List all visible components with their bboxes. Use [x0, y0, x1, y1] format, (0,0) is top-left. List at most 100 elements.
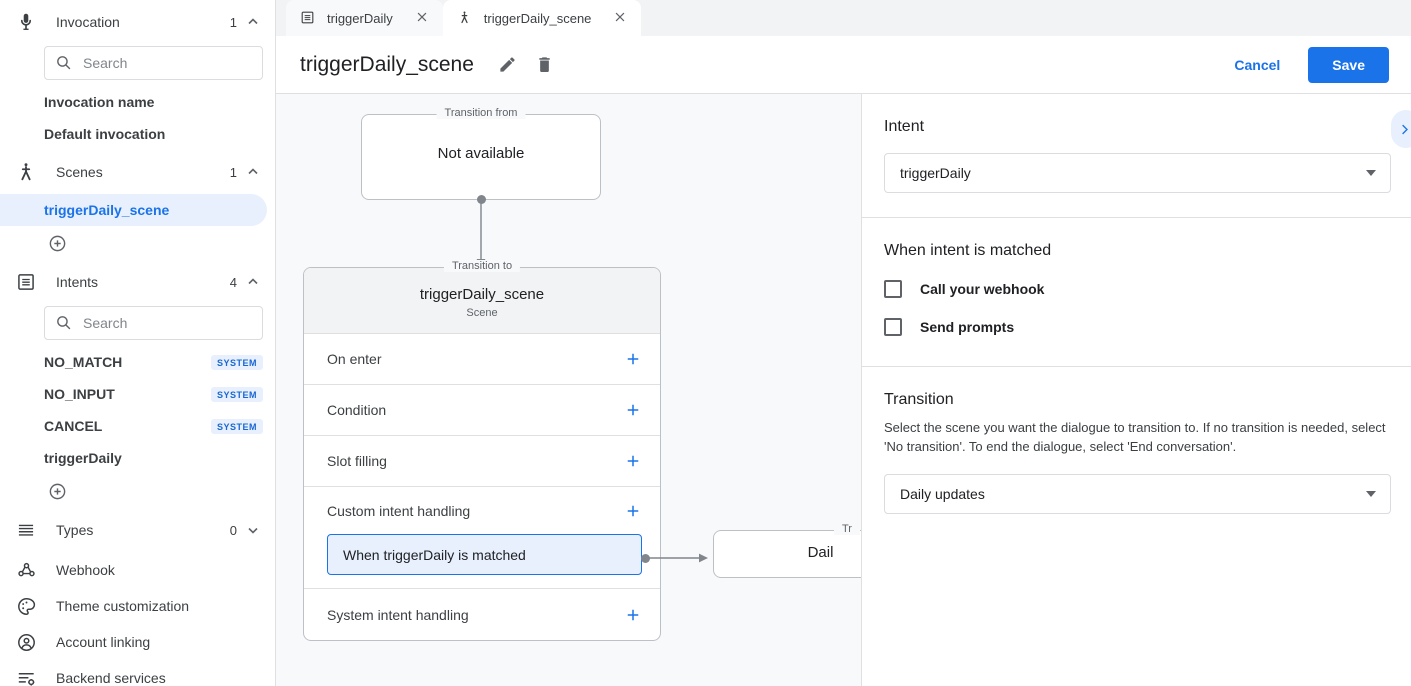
sidebar-section-scenes[interactable]: Scenes 1 — [0, 150, 275, 194]
transition-from-node[interactable]: Transition from Not available — [361, 107, 601, 200]
chevron-up-icon[interactable] — [247, 276, 259, 288]
transition-description: Select the scene you want the dialogue t… — [884, 420, 1386, 454]
chevron-right-icon[interactable] — [1391, 110, 1411, 148]
checkbox-label: Send prompts — [920, 319, 1015, 335]
plus-icon[interactable] — [624, 606, 642, 624]
intent-icon — [14, 270, 38, 294]
add-scene-button[interactable] — [0, 226, 275, 260]
transition-to-legend: Transition to — [443, 260, 521, 272]
search-icon — [55, 314, 73, 332]
transition-heading: Transition — [884, 391, 954, 408]
chevron-down-icon — [1366, 170, 1376, 176]
checkbox-box[interactable] — [884, 280, 902, 298]
intents-search-placeholder: Search — [83, 315, 128, 331]
chevron-up-icon[interactable] — [247, 16, 259, 28]
scene-row-on-enter[interactable]: On enter — [304, 334, 660, 385]
page-header: triggerDaily_scene Cancel Save — [276, 36, 1411, 94]
sidebar-section-types[interactable]: Types 0 — [0, 508, 275, 552]
intent-select[interactable]: triggerDaily — [884, 153, 1391, 193]
intent-select-value: triggerDaily — [900, 165, 971, 181]
transition-select-value: Daily updates — [900, 485, 985, 502]
tab-label: triggerDaily_scene — [483, 10, 592, 26]
account-icon — [14, 630, 38, 654]
scene-node[interactable]: Transition to triggerDaily_scene Scene O… — [303, 260, 661, 641]
intent-handler-chip[interactable]: When triggerDaily is matched — [327, 534, 642, 575]
invocation-search-input[interactable]: Search — [44, 46, 263, 80]
add-intent-button[interactable] — [0, 474, 275, 508]
palette-icon — [14, 594, 38, 618]
intent-heading: Intent — [884, 118, 925, 135]
pencil-icon[interactable] — [498, 55, 518, 75]
plus-icon[interactable] — [624, 452, 642, 470]
sidebar-item-webhook[interactable]: Webhook — [0, 552, 275, 588]
checkbox-box[interactable] — [884, 318, 902, 336]
scene-row-custom-intent-handling[interactable]: Custom intent handling — [304, 487, 660, 534]
search-icon — [55, 54, 73, 72]
scene-row-label: Slot filling — [327, 453, 387, 469]
plus-icon[interactable] — [624, 401, 642, 419]
backend-icon — [14, 666, 38, 686]
properties-panel: Intent triggerDaily When intent is match… — [862, 94, 1411, 686]
close-icon[interactable] — [613, 10, 629, 26]
tab-triggerdaily-scene[interactable]: triggerDaily_scene — [442, 0, 642, 36]
transition-target-legend: Tr — [834, 523, 860, 535]
intent-icon — [300, 10, 316, 26]
scene-row-slot-filling[interactable]: Slot filling — [304, 436, 660, 487]
scene-canvas[interactable]: Transition from Not available Transition… — [276, 94, 862, 686]
checkbox-call-your-webhook[interactable]: Call your webhook — [884, 280, 1391, 298]
save-button[interactable]: Save — [1308, 46, 1389, 83]
status-badge: SYSTEM — [210, 354, 263, 370]
scene-icon — [14, 160, 38, 184]
trash-icon[interactable] — [535, 55, 555, 75]
sidebar-item-label: Default invocation — [44, 126, 166, 142]
sidebar-item-no-input[interactable]: NO_INPUT SYSTEM — [0, 378, 275, 410]
status-badge: SYSTEM — [210, 418, 263, 434]
sidebar-item-no-match[interactable]: NO_MATCH SYSTEM — [0, 346, 275, 378]
sidebar-section-label: Scenes — [56, 164, 103, 180]
sidebar-item-invocation-name[interactable]: Invocation name — [0, 86, 275, 118]
scene-row-condition[interactable]: Condition — [304, 385, 660, 436]
sidebar-item-triggerdaily[interactable]: triggerDaily — [0, 442, 275, 474]
sidebar-section-label: Invocation — [56, 14, 120, 30]
sidebar-item-account-linking[interactable]: Account linking — [0, 624, 275, 660]
transition-section: Transition Select the scene you want the… — [862, 367, 1411, 538]
sidebar-section-count: 1 — [229, 164, 237, 180]
transition-target-node[interactable]: Tr Dail — [713, 523, 861, 578]
editor-body: Transition from Not available Transition… — [276, 94, 1411, 686]
scene-row-label: On enter — [327, 351, 382, 367]
custom-intent-handler-list: When triggerDaily is matched — [304, 534, 660, 589]
cancel-button[interactable]: Cancel — [1220, 49, 1294, 81]
sidebar-item-cancel[interactable]: CANCEL SYSTEM — [0, 410, 275, 442]
sidebar-section-count: 4 — [229, 274, 237, 290]
connector-dot-right — [641, 553, 650, 563]
sidebar-section-invocation[interactable]: Invocation 1 — [0, 0, 275, 44]
close-icon[interactable] — [415, 10, 431, 26]
scene-row-label: Custom intent handling — [327, 502, 471, 519]
chevron-up-icon[interactable] — [247, 166, 259, 178]
sidebar-item-label: Webhook — [56, 562, 115, 578]
chevron-down-icon[interactable] — [247, 524, 259, 536]
sidebar-item-triggerdaily-scene[interactable]: triggerDaily_scene — [0, 194, 267, 226]
sidebar-item-label: NO_INPUT — [44, 386, 115, 402]
plus-icon[interactable] — [624, 350, 642, 368]
sidebar-item-label: Backend services — [56, 670, 166, 686]
when-intent-matched-section: When intent is matched Call your webhook… — [862, 218, 1411, 367]
scene-node-header: triggerDaily_scene Scene — [304, 268, 660, 334]
webhook-icon — [14, 558, 38, 582]
microphone-icon — [14, 10, 38, 34]
plus-icon[interactable] — [624, 502, 642, 520]
scene-row-system-intent-handling[interactable]: System intent handling — [304, 589, 660, 640]
scene-row-label: System intent handling — [327, 606, 469, 623]
sidebar-item-backend-services[interactable]: Backend services — [0, 660, 275, 686]
tab-triggerdaily[interactable]: triggerDaily — [286, 0, 443, 36]
sidebar-item-label: CANCEL — [44, 418, 103, 434]
intents-search-input[interactable]: Search — [44, 306, 263, 340]
transition-select[interactable]: Daily updates — [884, 473, 1391, 514]
sidebar-item-theme-customization[interactable]: Theme customization — [0, 588, 275, 624]
sidebar-item-default-invocation[interactable]: Default invocation — [0, 118, 275, 150]
sidebar-section-intents[interactable]: Intents 4 — [0, 260, 275, 304]
checkbox-send-prompts[interactable]: Send prompts — [884, 318, 1391, 336]
sidebar-section-count: 0 — [229, 522, 237, 538]
transition-target-value: Dail — [807, 544, 834, 561]
